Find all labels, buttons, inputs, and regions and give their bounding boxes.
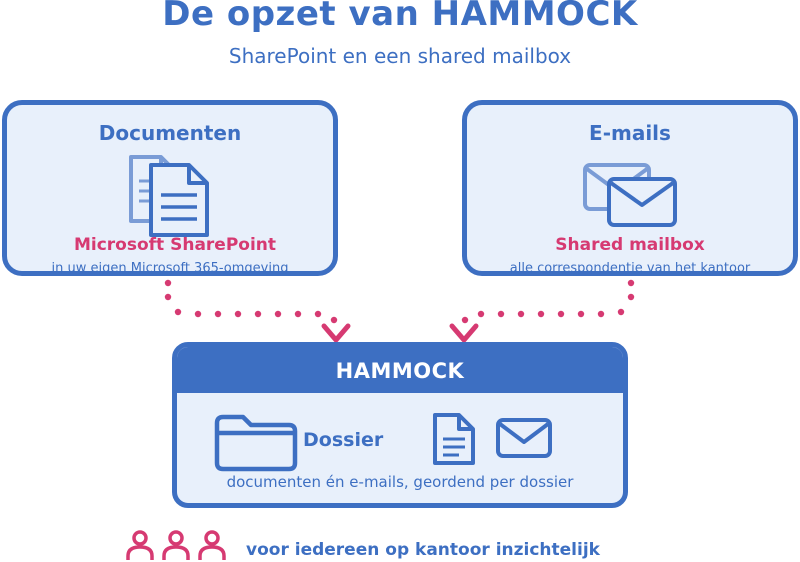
documents-card: Documenten Microsoft SharePoint in uw ei… [2,100,338,276]
document-icon [433,413,475,465]
left-arrow-head [321,323,351,343]
page-title: De opzet van HAMMOCK [162,0,638,34]
envelope-icon [496,418,552,458]
hammock-title: HAMMOCK [177,347,623,393]
documents-card-title: Documenten [98,121,242,145]
folder-icon [214,414,298,472]
emails-card-title: E-mails [589,121,671,145]
documents-icon [129,155,209,237]
emails-card: E-mails Shared mailbox alle corresponden… [462,100,798,276]
footer-text: voor iedereen op kantoor inzichtelijk [246,540,600,560]
dossier-label: Dossier [303,429,384,451]
mailbox-label: Shared mailbox [555,235,705,255]
mailbox-subtext: alle correspondentie van het kantoor [509,261,751,276]
person-icon [162,530,190,560]
left-dotted-connector [164,279,338,324]
envelopes-icon [583,163,677,227]
sharepoint-subtext: in uw eigen Microsoft 365-omgeving [51,261,289,276]
person-icon [198,530,226,560]
person-icon [126,530,154,560]
hammock-description: documenten én e-mails, geordend per doss… [226,473,574,491]
right-arrow-head [449,323,479,343]
right-dotted-connector [461,279,635,324]
page-subtitle: SharePoint en een shared mailbox [228,44,572,68]
sharepoint-label: Microsoft SharePoint [73,235,277,255]
hammock-box: HAMMOCK Dossier documenten én e-mails, g… [172,342,628,508]
people-icons [126,530,226,560]
